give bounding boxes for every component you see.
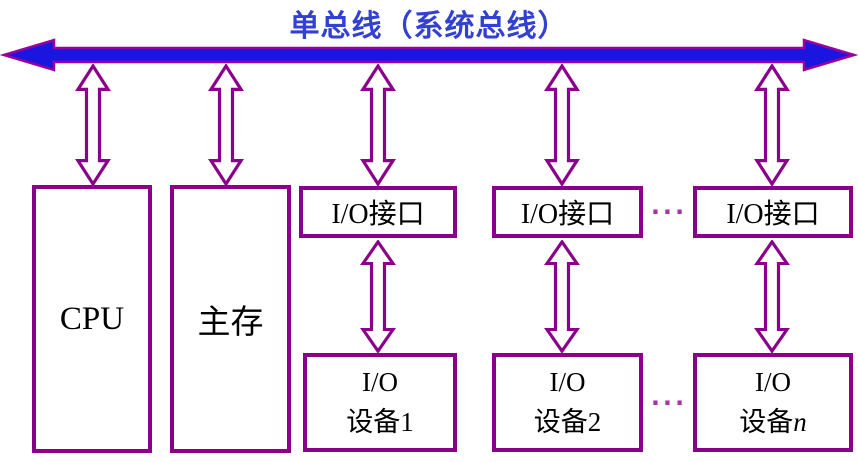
- io-device-box-n: I/O 设备n: [693, 353, 853, 452]
- bus-arrow-interface-3: [754, 64, 790, 186]
- cpu-label: CPU: [59, 300, 125, 337]
- io-interface-label-1: I/O接口: [331, 199, 425, 230]
- diagram-title: 单总线（系统总线）: [289, 10, 569, 43]
- memory-box: 主存: [170, 185, 291, 453]
- ellipsis-devices: ···: [650, 388, 688, 417]
- io-device-n-line1: I/O: [755, 367, 791, 398]
- io-device-box-2: I/O 设备2: [492, 353, 643, 452]
- io-interface-box-3: I/O接口: [693, 186, 853, 238]
- io-device-1-line2: 设备1: [346, 406, 414, 437]
- io-interface-label-3: I/O接口: [726, 199, 820, 230]
- io-device-2-line2: 设备2: [533, 406, 602, 437]
- bus-arrow-cpu: [75, 64, 111, 186]
- io-interface-box-2: I/O接口: [492, 186, 643, 238]
- system-bus-arrow: [0, 38, 858, 72]
- io-device-box-1: I/O 设备1: [303, 353, 457, 452]
- bus-arrow-memory: [208, 64, 244, 186]
- bus-arrow-interface-1: [360, 64, 396, 186]
- io-interface-label-2: I/O接口: [520, 199, 615, 230]
- cpu-box: CPU: [32, 185, 152, 453]
- ellipsis-interfaces: ···: [650, 198, 688, 226]
- link-arrow-device-2: [544, 240, 580, 353]
- io-device-1-line1: I/O: [362, 367, 398, 398]
- io-interface-box-1: I/O接口: [299, 186, 457, 238]
- link-arrow-device-1: [360, 240, 396, 353]
- memory-label: 主存: [197, 305, 264, 341]
- io-device-2-line1: I/O: [549, 367, 586, 398]
- bus-arrow-interface-2: [544, 64, 580, 186]
- io-device-n-line2: 设备n: [739, 406, 807, 437]
- link-arrow-device-n: [754, 240, 790, 353]
